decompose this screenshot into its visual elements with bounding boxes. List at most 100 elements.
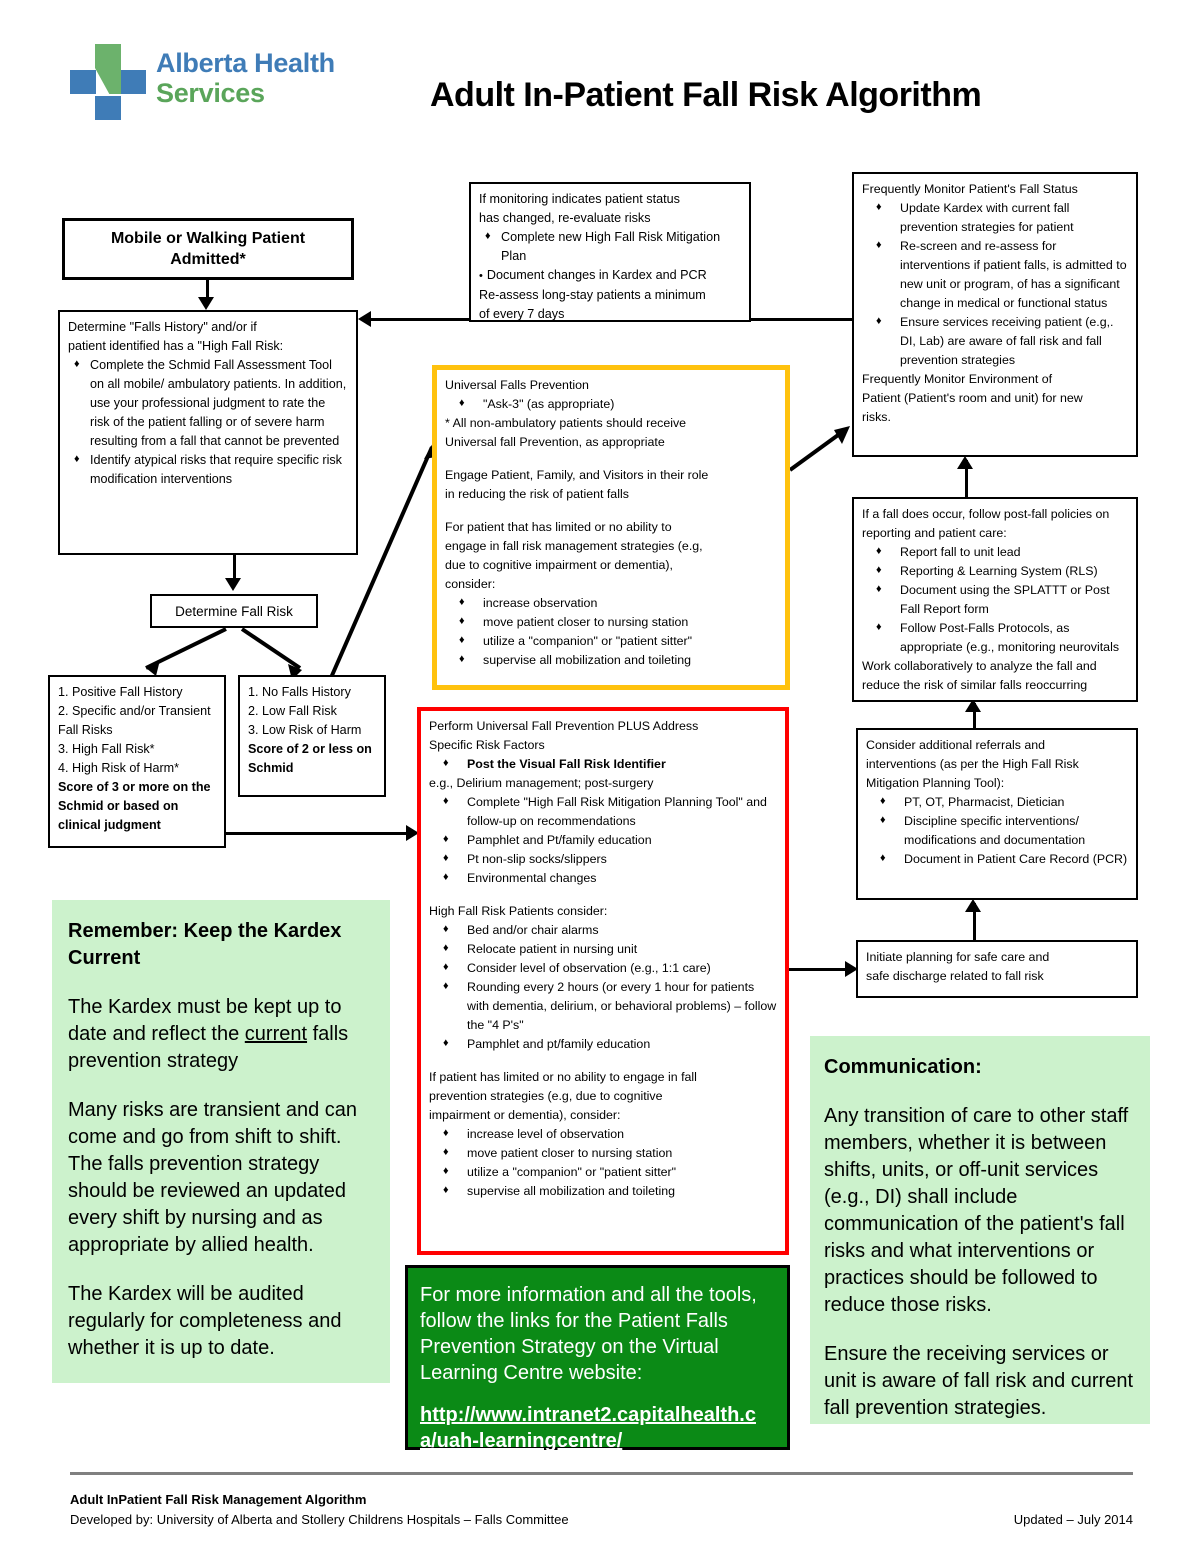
universal-title: Universal Falls Prevention: [445, 378, 589, 392]
list-item: Discipline specific interventions/ modif…: [866, 811, 1128, 850]
list-item: Document using the SPLATTT or Post Fall …: [862, 580, 1128, 619]
list-item: move patient closer to nursing station: [445, 612, 777, 632]
freq-monitor-footer-l3: risks.: [862, 410, 891, 424]
box-determine-fall-risk: Determine Fall Risk: [150, 594, 318, 628]
arrowhead-referrals-to-postfall: [965, 699, 981, 712]
kardex-para1-b: falls prevention strategy: [68, 1023, 349, 1072]
monitor-change-bullet-list: Complete new High Fall Risk Mitigation P…: [479, 227, 741, 266]
box-remember-keep-kardex-current: Remember: Keep the Kardex Current The Ka…: [52, 900, 390, 1383]
ahs-cross-icon: [70, 44, 146, 120]
footer-developed-by: Developed by: University of Alberta and …: [70, 1512, 569, 1527]
monitor-change-footer1: Re-assess long-stay patients a minimum: [479, 288, 706, 302]
spacer: [68, 972, 374, 994]
universal-para2-l2: engage in fall risk management strategie…: [445, 539, 703, 553]
alberta-health-services-logo: Alberta Health Services: [70, 42, 360, 130]
connector-freqmonitor-to-monitorchange: [751, 318, 854, 321]
communication-para2: Ensure the receiving services or unit is…: [824, 1343, 1134, 1419]
connector-initiate-to-referrals: [973, 903, 976, 941]
monitor-change-intro2: has changed, re-evaluate risks: [479, 211, 651, 225]
list-item: PT, OT, Pharmacist, Dietician: [866, 792, 1128, 812]
determine-history-bullet-list: Complete the Schmid Fall Assessment Tool…: [68, 355, 348, 489]
determine-risk-label: Determine Fall Risk: [175, 603, 293, 619]
referrals-intro-l2: interventions (as per the High Fall Risk: [866, 757, 1079, 771]
list-item: Pamphlet and pt/family education: [429, 1034, 777, 1054]
list-item: "Ask-3" (as appropriate): [445, 394, 777, 414]
kardex-para2: Many risks are transient and can come an…: [68, 1099, 358, 1256]
list-item: Reporting & Learning System (RLS): [862, 561, 1128, 581]
referrals-intro-l1: Consider additional referrals and: [866, 738, 1046, 752]
spacer: [445, 504, 777, 518]
perform-bullets-a: Complete "High Fall Risk Mitigation Plan…: [429, 792, 777, 888]
perform-post-identifier-list: Post the Visual Fall Risk Identifier: [429, 754, 777, 774]
spacer: [445, 452, 777, 466]
freq-monitor-footer-l1: Frequently Monitor Environment of: [862, 372, 1053, 386]
perform-title-l1: Perform Universal Fall Prevention PLUS A…: [429, 719, 699, 733]
box-no-falls-history: 1. No Falls History 2. Low Fall Risk 3. …: [238, 675, 386, 797]
list-item: increase observation: [445, 593, 777, 613]
spacer: [824, 1081, 1136, 1103]
freq-monitor-footer-l2: Patient (Patient's room and unit) for ne…: [862, 391, 1083, 405]
list-item: move patient closer to nursing station: [429, 1143, 777, 1163]
connector-referrals-to-postfall: [973, 703, 976, 729]
moreinfo-para: For more information and all the tools, …: [420, 1284, 757, 1384]
arrowhead-postfall-to-freqmonitor: [957, 456, 973, 469]
perform-bullets-b: Bed and/or chair alarms Relocate patient…: [429, 920, 777, 1054]
page-title: Adult In-Patient Fall Risk Algorithm: [430, 76, 982, 114]
list-item: Relocate patient in nursing unit: [429, 939, 777, 959]
monitor-change-footer2: of every 7 days: [479, 307, 565, 321]
box-post-fall-policies: If a fall does occur, follow post-fall p…: [852, 497, 1138, 702]
list-item: Complete new High Fall Risk Mitigation P…: [479, 227, 741, 266]
connector-postfall-to-freqmonitor: [965, 460, 968, 498]
list-item: Consider level of observation (e.g., 1:1…: [429, 958, 777, 978]
list-item: supervise all mobilization and toileting: [429, 1181, 777, 1201]
vlc-url-link-line1[interactable]: http://www.intranet2.capitalhealth.c: [420, 1404, 756, 1426]
monitor-change-intro1: If monitoring indicates patient status: [479, 192, 680, 206]
universal-ask3-list: "Ask-3" (as appropriate): [445, 394, 777, 414]
connector-admitted-to-history: [206, 280, 209, 298]
logo-square-left: [70, 70, 96, 94]
list-item: Pamphlet and Pt/family education: [429, 830, 777, 850]
initiate-line1: Initiate planning for safe care and: [866, 950, 1050, 964]
box-monitoring-indicates-change: If monitoring indicates patient status h…: [469, 182, 751, 322]
arrowhead-positive-to-red: [406, 825, 419, 841]
list-item: 3. Low Risk of Harm: [248, 723, 362, 737]
spacer: [429, 888, 777, 902]
box-positive-fall-history: 1. Positive Fall History 2. Specific and…: [48, 675, 226, 848]
admitted-line1: Mobile or Walking Patient: [110, 230, 306, 247]
perform-limited-l2: prevention strategies (e.g, due to cogni…: [429, 1089, 663, 1103]
list-item: 4. High Risk of Harm*: [58, 761, 180, 775]
postfall-intro-l1: If a fall does occur, follow post-fall p…: [862, 507, 1110, 521]
vlc-url-link-line2[interactable]: a/uah-learningcentre/: [420, 1430, 623, 1452]
list-item: Complete the Schmid Fall Assessment Tool…: [68, 355, 348, 451]
list-item: increase level of observation: [429, 1124, 777, 1144]
postfall-footer-l2: reduce the risk of similar falls reoccur…: [862, 678, 1088, 692]
spacer: [68, 1075, 374, 1097]
list-item: utilize a "companion" or "patient sitter…: [429, 1162, 777, 1182]
spacer: [420, 1386, 775, 1402]
list-item: 1. No Falls History: [248, 685, 351, 699]
footer-divider: [70, 1472, 1133, 1475]
box-perform-universal-plus-specific: Perform Universal Fall Prevention PLUS A…: [417, 707, 789, 1255]
no-falls-history-footer: Score of 2 or less on Schmid: [248, 742, 372, 775]
box-determine-falls-history: Determine "Falls History" and/or if pati…: [58, 310, 358, 555]
universal-para2-l3: due to cognitive impairment or dementia)…: [445, 558, 673, 572]
list-item: Bed and/or chair alarms: [429, 920, 777, 940]
universal-para2-l1: For patient that has limited or no abili…: [445, 520, 672, 534]
bullet-icon: [479, 268, 487, 282]
referrals-intro-l3: Mitigation Planning Tool):: [866, 776, 1005, 790]
list-item: Update Kardex with current fall preventi…: [862, 198, 1128, 237]
spacer: [68, 1259, 374, 1281]
freq-monitor-title: Frequently Monitor Patient's Fall Status: [862, 182, 1078, 196]
kardex-para1-current: current: [244, 1023, 308, 1045]
list-item: Re-screen and re-assess for intervention…: [862, 236, 1128, 313]
perform-high-risk-header: High Fall Risk Patients consider:: [429, 904, 608, 918]
list-item: 1. Positive Fall History: [58, 685, 183, 699]
universal-para2-l4: consider:: [445, 577, 496, 591]
logo-text-services: Services: [156, 78, 265, 108]
list-item: Complete "High Fall Risk Mitigation Plan…: [429, 792, 777, 831]
arrowhead-initiate-to-referrals: [965, 899, 981, 912]
list-item: utilize a "companion" or "patient sitter…: [445, 631, 777, 651]
connector-positive-to-red: [224, 832, 414, 835]
list-item: supervise all mobilization and toileting: [445, 650, 777, 670]
perform-eg-line: e.g., Delirium management; post-surgery: [429, 776, 654, 790]
